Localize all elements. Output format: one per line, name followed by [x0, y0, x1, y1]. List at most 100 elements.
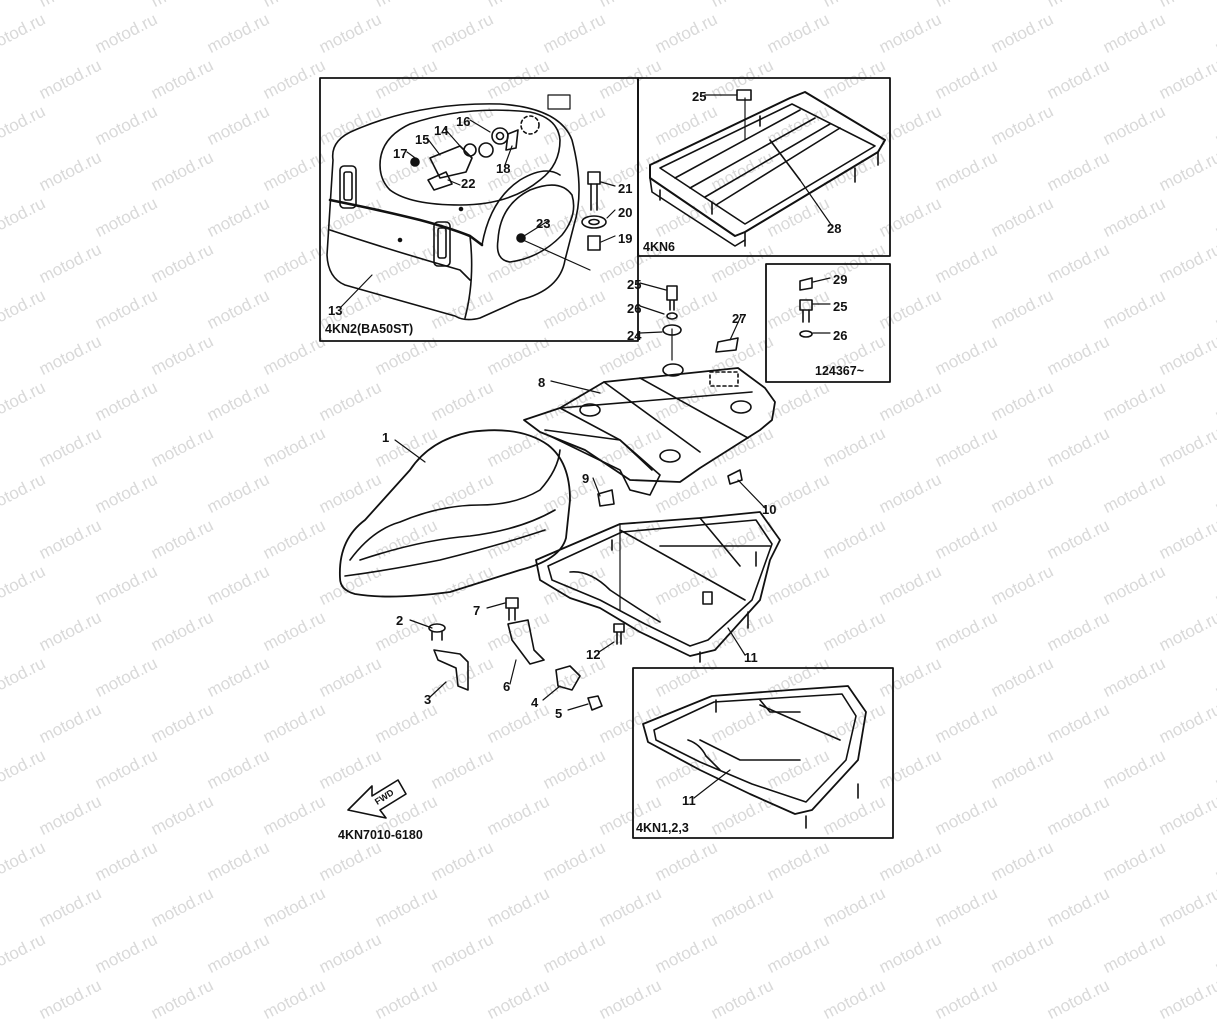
watermark-text: motod.ru — [652, 929, 721, 977]
case-mounting-hardware — [581, 171, 607, 251]
diagram-code: 4KN7010-6180 — [338, 828, 423, 842]
callout-9: 9 — [582, 471, 590, 486]
callout-28: 28 — [827, 221, 842, 236]
callout-21: 21 — [618, 181, 633, 196]
seat-drawing — [339, 429, 571, 598]
callout-19: 19 — [618, 231, 633, 246]
seat-bracket-drawing — [523, 285, 776, 507]
leader-line — [426, 137, 441, 156]
watermark-text: motod.ru — [540, 929, 609, 977]
watermark-text: motod.ru — [92, 929, 161, 977]
callout-26-inset: 26 — [833, 328, 848, 343]
leader-line — [729, 315, 742, 341]
callout-29: 29 — [833, 272, 848, 287]
leader-line — [727, 627, 746, 656]
callout-17: 17 — [393, 146, 408, 161]
watermark-text: motod.ru — [820, 975, 889, 1023]
leader-line — [639, 282, 667, 291]
watermark-text: motod.ru — [708, 975, 777, 1023]
callout-3: 3 — [424, 692, 432, 707]
leader-line — [639, 305, 665, 315]
watermark-text: motod.ru — [260, 975, 329, 1023]
standard-rack-kit-frame — [632, 667, 894, 839]
leader-line — [339, 274, 373, 309]
top-case-kit-label: 4KN2(BA50ST) — [325, 322, 414, 336]
leader-line — [429, 681, 447, 698]
callout-14: 14 — [434, 123, 449, 138]
rear-rack-drawing — [535, 511, 781, 663]
inset-fasteners — [799, 277, 813, 338]
leader-line — [444, 128, 461, 147]
watermark-text: motod.ru — [484, 975, 553, 1023]
leader-line — [486, 602, 506, 609]
callout-26: 26 — [627, 301, 642, 316]
watermark-text: motod.ru — [876, 929, 945, 977]
watermark-text: motod.ru — [0, 929, 49, 977]
leader-line — [406, 151, 419, 161]
leader-line — [592, 477, 601, 497]
leader-line — [522, 239, 591, 271]
callout-5: 5 — [555, 706, 563, 721]
callout-7: 7 — [473, 603, 481, 618]
leader-line — [693, 769, 731, 799]
watermark-text: motod.ru — [316, 929, 385, 977]
callout-24: 24 — [627, 328, 642, 343]
callout-11-kit: 11 — [682, 793, 696, 808]
leader-line — [550, 380, 601, 394]
callout-13: 13 — [328, 303, 343, 318]
watermark-text: motod.ru — [932, 975, 1001, 1023]
leader-line — [469, 119, 491, 133]
fwd-arrow — [347, 779, 407, 819]
watermark-text: motod.ru — [596, 975, 665, 1023]
carrier-rack-kit-label: 4KN6 — [643, 240, 675, 254]
leader-line — [504, 145, 513, 166]
callout-16: 16 — [456, 114, 471, 129]
standard-rack-drawing — [642, 685, 867, 829]
callout-10: 10 — [762, 502, 777, 517]
leader-line — [447, 179, 461, 186]
callout-8: 8 — [538, 375, 546, 390]
standard-rack-kit-label: 4KN1,2,3 — [636, 821, 689, 835]
leader-line — [639, 331, 663, 334]
callout-25-rack: 25 — [692, 89, 707, 104]
callout-23: 23 — [536, 216, 551, 231]
leader-line — [542, 685, 561, 701]
carrier-rack-kit-frame — [637, 77, 891, 257]
watermark-text: motod.ru — [204, 929, 273, 977]
leader-line — [409, 619, 433, 629]
callout-25-inset: 25 — [833, 299, 848, 314]
leader-line — [812, 277, 831, 283]
watermark-text: motod.ru — [1156, 975, 1217, 1023]
leader-line — [600, 235, 616, 243]
leader-line — [509, 659, 517, 685]
watermark-text: motod.ru — [764, 929, 833, 977]
callout-25: 25 — [627, 277, 642, 292]
watermark-text: motod.ru — [988, 929, 1057, 977]
watermark-text: motod.ru — [1100, 929, 1169, 977]
warning-label-sticker — [547, 94, 571, 110]
watermark-text: motod.ru — [36, 975, 105, 1023]
leader-line — [567, 703, 589, 711]
callout-6: 6 — [503, 679, 511, 694]
leader-line — [598, 641, 615, 653]
carrier-rack-drawing — [649, 89, 886, 247]
watermark-text: motod.ru — [148, 975, 217, 1023]
callout-20: 20 — [618, 205, 633, 220]
callout-27: 27 — [732, 311, 747, 326]
callout-12: 12 — [586, 647, 601, 662]
leader-line — [394, 439, 426, 463]
leader-line — [799, 179, 833, 227]
watermark-text: motod.ru — [428, 929, 497, 977]
watermark-text: motod.ru — [1212, 929, 1217, 977]
callout-22: 22 — [461, 176, 476, 191]
diagram-artwork — [319, 77, 894, 839]
watermark-text: motod.ru — [1044, 975, 1113, 1023]
callout-2: 2 — [396, 613, 404, 628]
callout-15: 15 — [415, 132, 430, 147]
callout-1: 1 — [382, 430, 390, 445]
later-models-inset-frame — [765, 263, 891, 383]
callout-18: 18 — [496, 161, 511, 176]
callout-11: 11 — [744, 650, 758, 665]
callout-4: 4 — [531, 695, 539, 710]
